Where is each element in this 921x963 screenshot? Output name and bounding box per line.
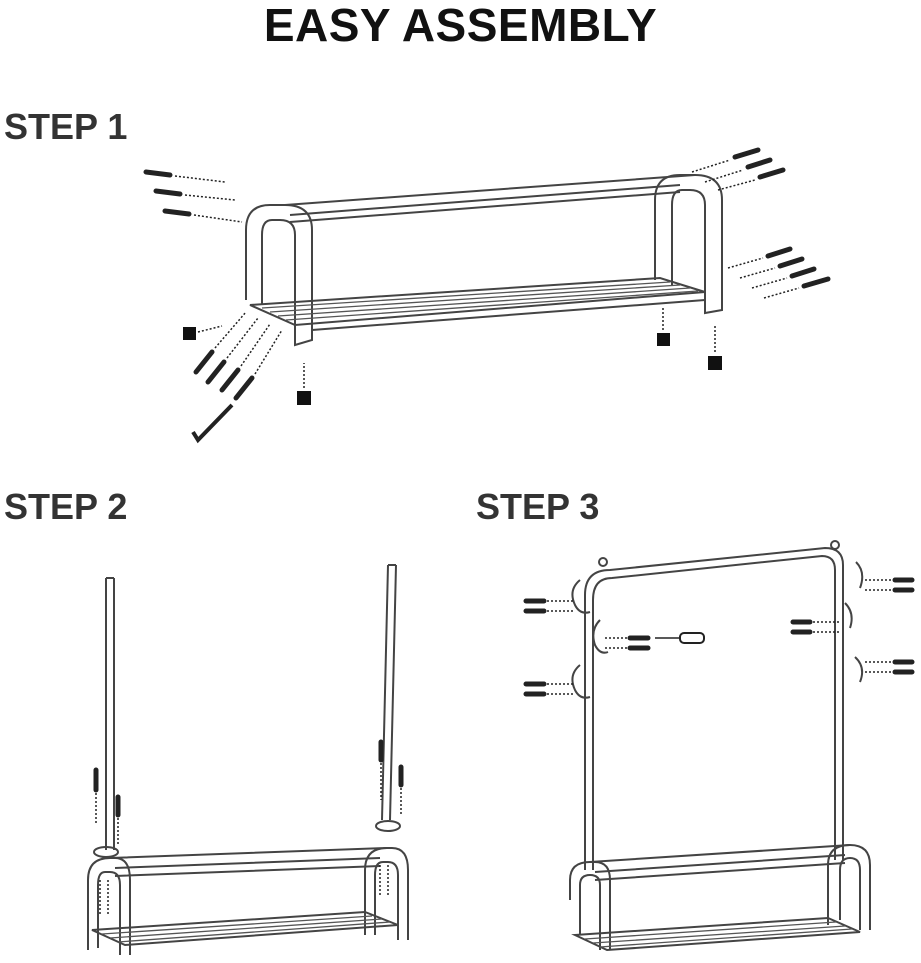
step-3-illustration [523, 540, 915, 952]
page-title: EASY ASSEMBLY [263, 0, 658, 51]
step-2-illustration [87, 564, 409, 955]
step-1-screws [143, 147, 831, 444]
step-1-label: STEP 1 [4, 106, 128, 147]
step-1-shoe-rack-illustration [245, 174, 723, 347]
step-2-label: STEP 2 [4, 486, 128, 527]
step-3-label: STEP 3 [476, 486, 600, 527]
